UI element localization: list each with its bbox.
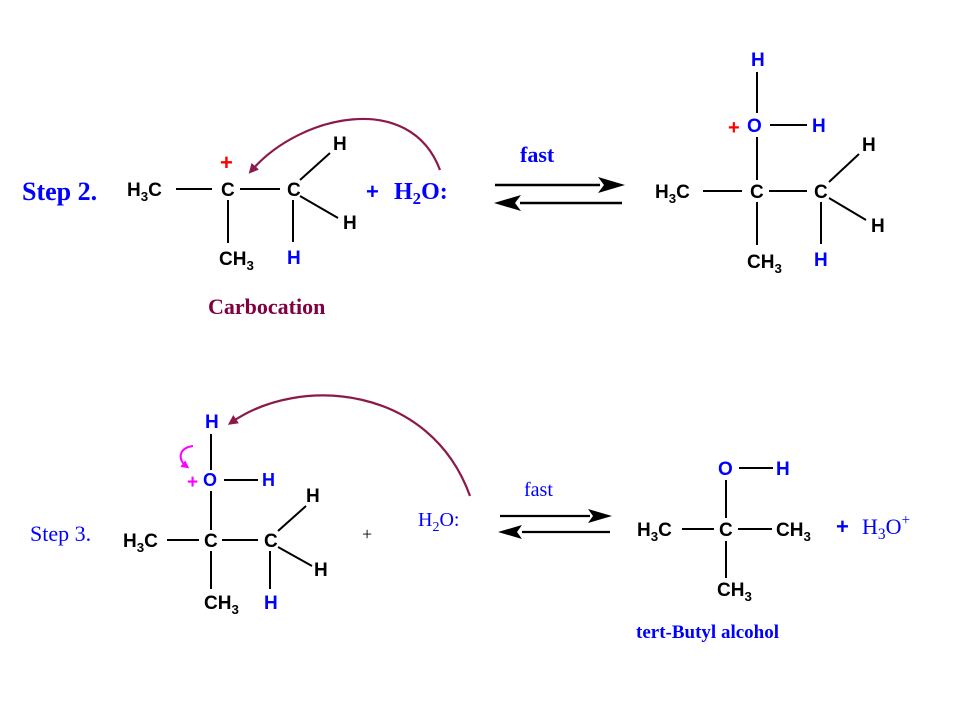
fast-label: fast [524, 479, 553, 501]
bond [828, 197, 867, 221]
bond [277, 505, 307, 532]
bond [828, 153, 860, 183]
h3c-group: H3C [655, 182, 690, 206]
hydrogen-blue: H [812, 116, 826, 137]
step-3: Step 3. H + O H H3C C C H H H CH3 [30, 394, 910, 643]
h3c-group: H3C [123, 531, 158, 555]
oxygen: O [203, 470, 217, 490]
h3c-group: H3C [637, 520, 672, 544]
bond [299, 152, 331, 181]
ch3-group: CH3 [204, 593, 239, 617]
water-reactant: H2O: [394, 179, 448, 208]
hydrogen: H [333, 134, 347, 155]
hydrogen: H [862, 135, 876, 156]
hydrogen: H [343, 213, 357, 234]
ch3-group: CH3 [776, 520, 811, 544]
hydrogen-blue: H [751, 50, 765, 71]
hydrogen-blue: H [287, 248, 301, 269]
positive-charge: + [728, 117, 740, 139]
plus-sign: + [836, 514, 849, 539]
hydrogen-blue: H [776, 459, 790, 480]
step-3-label: Step 3. [30, 521, 91, 546]
positive-charge: + [187, 472, 198, 493]
plus-sign: + [366, 179, 379, 204]
step-3-oxonium-reactant: H + O H H3C C C H H H CH3 [123, 412, 328, 617]
water-reactant: H2O: [418, 509, 459, 535]
hydrogen-blue: H [814, 250, 828, 271]
fast-label: fast [520, 142, 555, 167]
carbon-right: C [814, 182, 828, 203]
bond [277, 546, 313, 567]
carbon-center: C [750, 182, 764, 203]
step-2-label: Step 2. [22, 177, 97, 206]
step-2-oxonium-product: H + O H H3C C C H H H CH3 [655, 50, 885, 276]
product-label: tert-Butyl alcohol [636, 622, 779, 643]
hydrogen: H [306, 486, 320, 507]
step-2-carbocation: H3C C + C H H H CH3 [127, 134, 357, 273]
positive-charge: + [220, 150, 233, 175]
equilibrium-arrows [498, 509, 612, 539]
h3c-group: H3C [127, 180, 162, 204]
carbon-right: C [287, 180, 301, 201]
hydrogen-blue: H [262, 470, 275, 490]
ch3-group: CH3 [717, 580, 752, 604]
hydrogen-blue: H [264, 593, 278, 614]
hydrogen: H [871, 216, 885, 237]
electron-arrow [248, 117, 442, 174]
carbon-center: C [719, 520, 733, 541]
ch3-group: CH3 [219, 249, 254, 273]
step-2: Step 2. H3C C + C H H H CH3 + H2O: Carbo… [22, 50, 885, 319]
carbocation-label: Carbocation [208, 294, 325, 319]
oxygen: O [747, 116, 762, 137]
carbon-center: C [204, 531, 218, 552]
ch3-group: CH3 [747, 252, 782, 276]
step-3-alcohol-product: O H H3C C CH3 CH3 [637, 459, 811, 604]
carbon-right: C [264, 531, 278, 552]
plus-sign: + [362, 524, 372, 544]
electron-arrow [227, 394, 472, 497]
oxygen: O [718, 459, 733, 480]
hydronium: H3O+ [862, 512, 910, 543]
bond [299, 195, 339, 219]
hydrogen-blue: H [205, 412, 219, 433]
hydrogen: H [314, 560, 328, 581]
equilibrium-arrows [494, 177, 625, 211]
electron-arrow-small [179, 445, 194, 469]
carbon-center: C [221, 180, 235, 201]
